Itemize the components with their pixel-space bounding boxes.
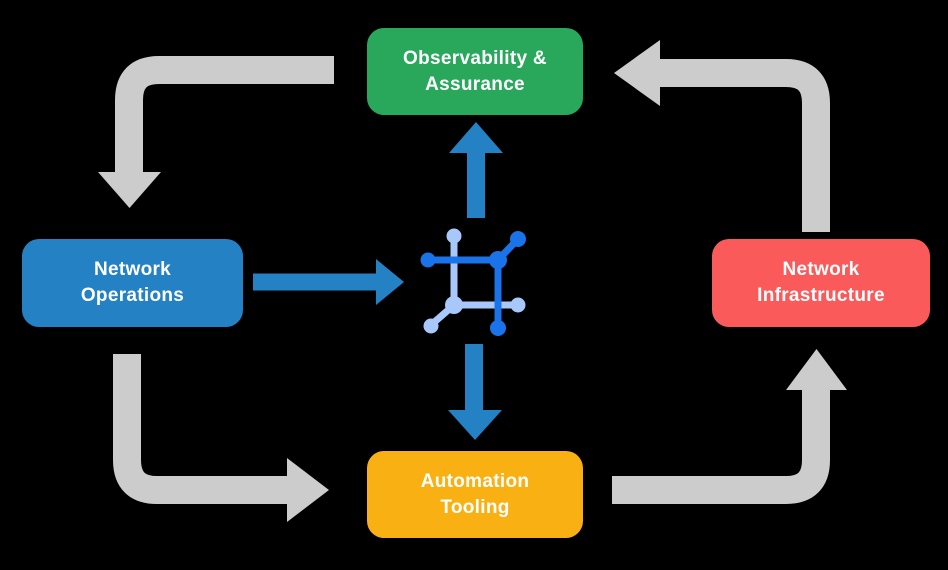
node-label-line: Tooling xyxy=(440,496,510,518)
network-mesh-icon xyxy=(420,228,526,336)
node-label-line: Automation xyxy=(420,470,530,492)
arrow-center-to-observability xyxy=(449,122,503,218)
node-network-operations: Network Operations xyxy=(22,239,243,327)
arrow-observability-to-operations xyxy=(98,56,334,208)
node-label-line: Network xyxy=(93,259,172,281)
node-label-line: Observability & xyxy=(403,47,547,69)
node-network-infrastructure: Network Infrastructure xyxy=(712,239,930,327)
node-label-line: Network xyxy=(782,259,860,281)
node-label-line: Infrastructure xyxy=(757,285,885,306)
node-observability-assurance: Observability & Assurance xyxy=(367,28,583,115)
arrow-center-to-automation xyxy=(448,344,502,440)
node-label-line: Operations xyxy=(80,285,185,306)
node-automation-tooling: Automation Tooling xyxy=(367,451,583,538)
arrow-operations-to-automation xyxy=(113,354,329,522)
arrow-automation-to-infrastructure xyxy=(612,349,847,504)
arrow-operations-to-center xyxy=(253,259,404,305)
node-label-line: Assurance xyxy=(425,73,525,95)
arrow-infrastructure-to-observability xyxy=(614,40,830,232)
